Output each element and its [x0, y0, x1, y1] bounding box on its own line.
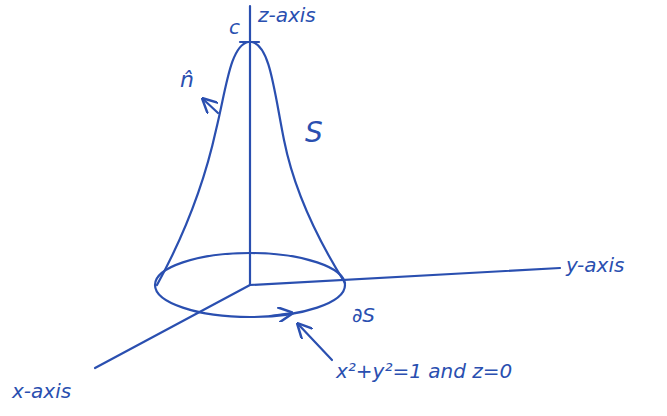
z-axis-line [249, 6, 251, 285]
surface-right-side [252, 42, 345, 283]
y-axis-line [250, 268, 560, 285]
axis-label: x-axis [12, 380, 71, 402]
orientation-arrow [270, 313, 292, 316]
normal-label: n̂ [180, 68, 194, 92]
boundary-label: ∂S [352, 304, 375, 326]
surface-label: S [305, 118, 323, 149]
axis-label: z-axis [258, 4, 316, 26]
surface-left-side [157, 42, 248, 285]
boundary-circle [155, 253, 345, 317]
point-label: c [229, 16, 240, 38]
leader-arrow [298, 324, 332, 360]
equation-label: x²+y²=1 and z=0 [336, 360, 512, 382]
x-axis-line [95, 285, 250, 368]
axis-label: y-axis [566, 254, 624, 276]
normal-vector [203, 99, 218, 113]
